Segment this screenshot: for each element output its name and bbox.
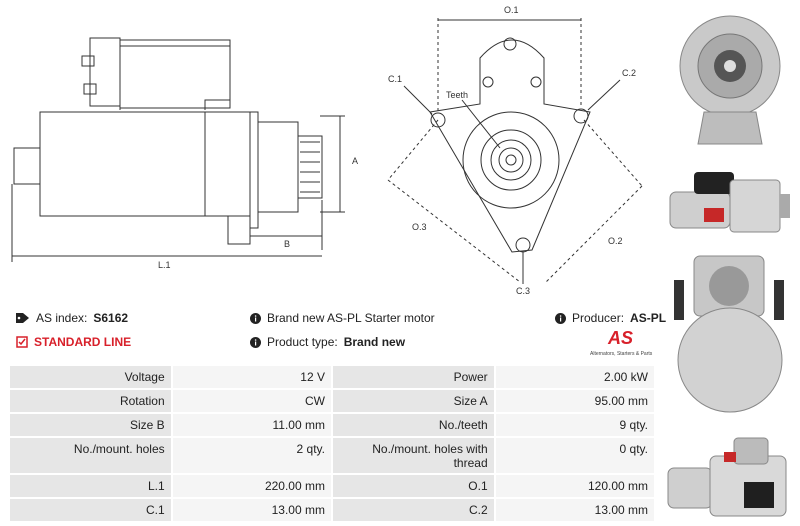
spec-key: No./teeth <box>332 414 494 436</box>
spec-key: C.1 <box>10 499 171 521</box>
spec-value: 9 qty. <box>495 414 654 436</box>
dim-o2-label: O.2 <box>608 236 623 246</box>
dim-c3-label: C.3 <box>516 286 530 296</box>
spec-value: 220.00 mm <box>172 475 331 497</box>
side-view <box>11 37 345 262</box>
dim-c1-label: C.1 <box>388 74 402 84</box>
table-row: L.1 220.00 mm O.1 120.00 mm <box>10 475 654 497</box>
as-index-row: AS index: S6162 <box>16 311 128 325</box>
table-row: Voltage 12 V Power 2.00 kW <box>10 366 654 388</box>
info-icon <box>250 336 261 348</box>
as-index-value: S6162 <box>93 311 129 325</box>
product-photo-front <box>664 4 794 154</box>
producer-row: Producer: AS-PL <box>555 311 666 325</box>
description-row: Brand new AS-PL Starter motor <box>250 311 435 325</box>
product-photo-top <box>664 428 794 522</box>
dim-c2-label: C.2 <box>622 68 636 78</box>
spec-value: CW <box>172 390 331 412</box>
as-pl-logo: AS Alternators, Starters & Parts <box>590 326 654 358</box>
dim-o3-label: O.3 <box>412 222 427 232</box>
product-description: Brand new AS-PL Starter motor <box>267 311 435 325</box>
technical-drawing: A B L.1 O.1 O.2 O.3 C.1 C.2 C.3 Teeth <box>11 5 643 296</box>
spec-value: 13.00 mm <box>495 499 654 521</box>
logo-mark: AS <box>607 328 633 348</box>
spec-key: C.2 <box>332 499 494 521</box>
spec-key: Size A <box>332 390 494 412</box>
table-row: Size B 11.00 mm No./teeth 9 qty. <box>10 414 654 436</box>
as-index-label: AS index: <box>36 311 88 325</box>
table-row: Rotation CW Size A 95.00 mm <box>10 390 654 412</box>
spec-key: No./mount. holes <box>10 438 171 473</box>
dim-l1-label: L.1 <box>158 260 171 270</box>
spec-key: Rotation <box>10 390 171 412</box>
product-photo-rear <box>664 250 794 420</box>
dim-o1-label: O.1 <box>504 5 519 15</box>
spec-value: 11.00 mm <box>172 414 331 436</box>
info-icon <box>250 312 261 324</box>
producer-label: Producer: <box>572 311 625 325</box>
spec-key: Voltage <box>10 366 171 388</box>
product-type-label: Product type: <box>267 335 338 349</box>
table-row: C.1 13.00 mm C.2 13.00 mm <box>10 499 654 521</box>
spec-key: O.1 <box>332 475 494 497</box>
teeth-label: Teeth <box>446 90 468 100</box>
spec-key: L.1 <box>10 475 171 497</box>
tag-icon <box>16 313 29 323</box>
product-photo-side <box>664 162 794 242</box>
producer-value: AS-PL <box>630 311 667 325</box>
check-square-icon <box>16 336 28 348</box>
spec-value: 2.00 kW <box>495 366 654 388</box>
spec-key: Power <box>332 366 494 388</box>
spec-value: 120.00 mm <box>495 475 654 497</box>
standard-line-row: STANDARD LINE <box>16 335 131 349</box>
spec-value: 13.00 mm <box>172 499 331 521</box>
spec-value: 0 qty. <box>495 438 654 473</box>
dim-a-label: A <box>352 156 358 166</box>
product-type-value: Brand new <box>343 335 406 349</box>
front-view <box>387 18 643 284</box>
logo-tagline: Alternators, Starters & Parts <box>590 351 653 357</box>
spec-key: Size B <box>10 414 171 436</box>
product-type-row: Product type: Brand new <box>250 335 405 349</box>
spec-value: 12 V <box>172 366 331 388</box>
standard-line-label: STANDARD LINE <box>34 335 132 349</box>
spec-value: 95.00 mm <box>495 390 654 412</box>
dim-b-label: B <box>284 239 290 249</box>
specs-table: Voltage 12 V Power 2.00 kW Rotation CW S… <box>8 364 656 523</box>
info-icon <box>555 312 566 324</box>
spec-key: No./mount. holes with thread <box>332 438 494 473</box>
table-row: No./mount. holes 2 qty. No./mount. holes… <box>10 438 654 473</box>
spec-value: 2 qty. <box>172 438 331 473</box>
